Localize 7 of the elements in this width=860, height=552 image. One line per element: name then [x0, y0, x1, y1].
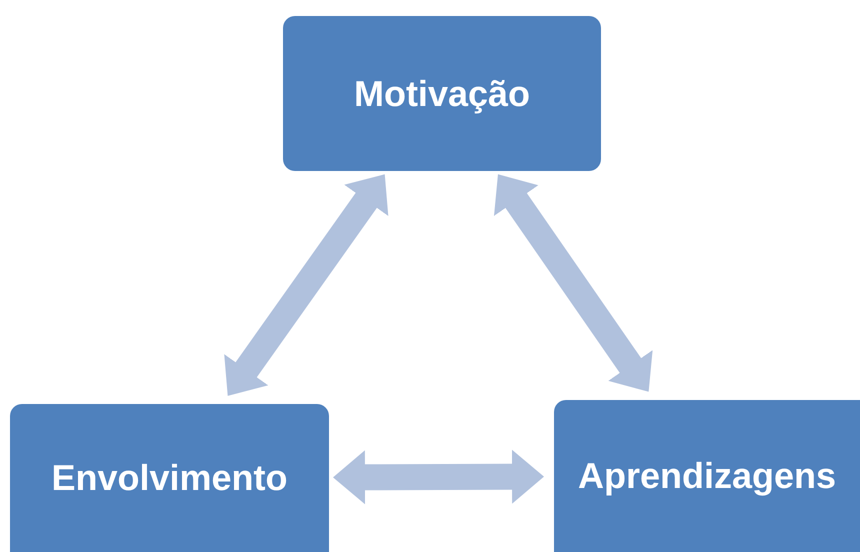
process-box	[554, 400, 860, 552]
process-box	[10, 404, 329, 552]
process-box	[283, 16, 601, 171]
box-label: Envolvimento	[51, 457, 288, 499]
box-label: Motivação	[354, 72, 530, 114]
double-arrow	[332, 450, 544, 504]
box-label: Aprendizagens	[578, 455, 836, 497]
